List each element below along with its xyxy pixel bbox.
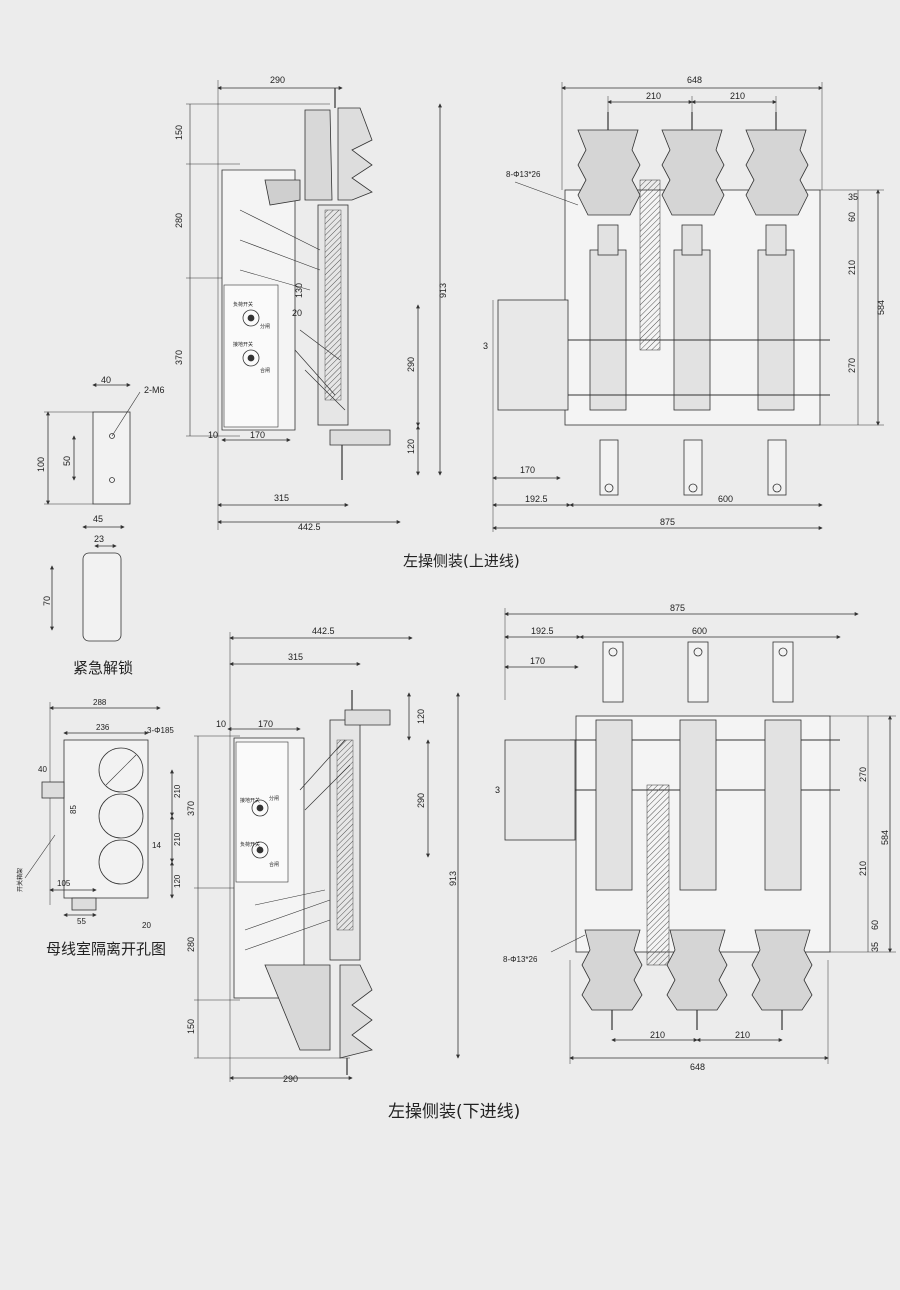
svg-text:170: 170 <box>250 430 265 440</box>
svg-text:120: 120 <box>173 874 182 888</box>
svg-text:210: 210 <box>650 1030 665 1040</box>
svg-text:20: 20 <box>142 921 151 930</box>
svg-text:170: 170 <box>258 719 273 729</box>
svg-text:14: 14 <box>152 841 161 850</box>
svg-text:210: 210 <box>858 861 868 876</box>
svg-text:236: 236 <box>96 723 110 732</box>
svg-text:875: 875 <box>660 517 675 527</box>
bottom-panel-state-1: 分闸 <box>269 795 279 802</box>
svg-text:170: 170 <box>530 656 545 666</box>
svg-text:3-Φ185: 3-Φ185 <box>147 726 174 735</box>
svg-text:280: 280 <box>174 213 184 228</box>
bottom-front-view: 875 192.5 600 170 270 584 3 210 60 35 21… <box>495 603 896 1072</box>
svg-text:270: 270 <box>847 358 857 373</box>
svg-text:60: 60 <box>870 920 880 930</box>
top-panel-label-1: 负荷开关 <box>233 301 253 308</box>
svg-text:105: 105 <box>57 879 71 888</box>
svg-text:288: 288 <box>93 698 107 707</box>
top-panel-state-2: 合闸 <box>260 367 270 374</box>
svg-text:10: 10 <box>216 719 226 729</box>
svg-text:40: 40 <box>101 375 111 385</box>
caption-bottom-assembly: 左操侧装(下进线) <box>388 1102 521 1122</box>
svg-text:875: 875 <box>670 603 685 613</box>
svg-text:648: 648 <box>687 75 702 85</box>
svg-text:370: 370 <box>174 350 184 365</box>
svg-text:600: 600 <box>718 494 733 504</box>
svg-text:290: 290 <box>283 1074 298 1084</box>
svg-text:290: 290 <box>416 793 426 808</box>
svg-text:10: 10 <box>208 430 218 440</box>
svg-text:913: 913 <box>448 871 458 886</box>
top-hole-note: 8-Φ13*26 <box>506 170 541 179</box>
svg-text:315: 315 <box>288 652 303 662</box>
svg-text:913: 913 <box>438 283 448 298</box>
svg-text:35: 35 <box>870 942 880 952</box>
svg-text:20: 20 <box>292 308 302 318</box>
svg-text:290: 290 <box>270 75 285 85</box>
svg-text:210: 210 <box>173 784 182 798</box>
svg-text:210: 210 <box>173 832 182 846</box>
svg-text:130: 130 <box>294 283 304 298</box>
emergency-unlock-detail: 40 2-M6 100 50 45 23 70 <box>36 375 165 642</box>
svg-text:150: 150 <box>174 125 184 140</box>
svg-text:648: 648 <box>690 1062 705 1072</box>
svg-text:120: 120 <box>416 709 426 724</box>
svg-text:35: 35 <box>848 192 858 202</box>
caption-busbar-hole-plan: 母线室隔离开孔图 <box>46 940 167 958</box>
svg-text:315: 315 <box>274 493 289 503</box>
caption-top-assembly: 左操侧装(上进线) <box>403 552 520 570</box>
svg-text:584: 584 <box>880 830 890 845</box>
svg-text:210: 210 <box>735 1030 750 1040</box>
svg-text:120: 120 <box>406 439 416 454</box>
svg-text:442.5: 442.5 <box>298 522 321 532</box>
svg-text:60: 60 <box>847 212 857 222</box>
svg-text:100: 100 <box>36 457 46 472</box>
bottom-side-view: 442.5 315 120 10 170 370 290 913 280 150… <box>186 626 460 1084</box>
svg-text:192.5: 192.5 <box>531 626 554 636</box>
bottom-hole-note: 8-Φ13*26 <box>503 955 538 964</box>
svg-text:600: 600 <box>692 626 707 636</box>
bottom-panel-label-1: 接地开关 <box>240 797 260 804</box>
bottom-panel-label-2: 负荷开关 <box>240 841 260 848</box>
svg-text:210: 210 <box>847 260 857 275</box>
busbar-hole-detail: 288 236 3-Φ185 40 210 85 210 14 120 105 … <box>24 698 182 930</box>
busbar-side-label: 开关箱架 <box>16 868 24 892</box>
top-side-view: 290 150 280 370 913 130 20 290 120 10 17… <box>174 75 448 532</box>
svg-text:23: 23 <box>94 534 104 544</box>
svg-text:85: 85 <box>69 805 78 814</box>
svg-text:3: 3 <box>483 341 488 351</box>
svg-text:70: 70 <box>42 596 52 606</box>
svg-text:192.5: 192.5 <box>525 494 548 504</box>
svg-text:370: 370 <box>186 801 196 816</box>
svg-text:2-M6: 2-M6 <box>144 385 165 395</box>
svg-text:584: 584 <box>876 300 886 315</box>
bottom-panel-state-2: 合闸 <box>269 861 279 868</box>
top-panel-state-1: 分闸 <box>260 323 270 330</box>
top-front-view: 648 210 210 35 60 210 584 270 3 170 192.… <box>483 75 886 532</box>
svg-text:210: 210 <box>646 91 661 101</box>
svg-text:170: 170 <box>520 465 535 475</box>
svg-text:290: 290 <box>406 357 416 372</box>
top-panel-label-2: 接地开关 <box>233 341 253 348</box>
caption-emergency-unlock: 紧急解锁 <box>73 659 134 677</box>
svg-text:45: 45 <box>93 514 103 524</box>
svg-text:150: 150 <box>186 1019 196 1034</box>
svg-text:270: 270 <box>858 767 868 782</box>
svg-text:50: 50 <box>62 456 72 466</box>
svg-text:40: 40 <box>38 765 47 774</box>
svg-text:3: 3 <box>495 785 500 795</box>
svg-text:280: 280 <box>186 937 196 952</box>
svg-text:442.5: 442.5 <box>312 626 335 636</box>
svg-text:210: 210 <box>730 91 745 101</box>
svg-text:55: 55 <box>77 917 86 926</box>
